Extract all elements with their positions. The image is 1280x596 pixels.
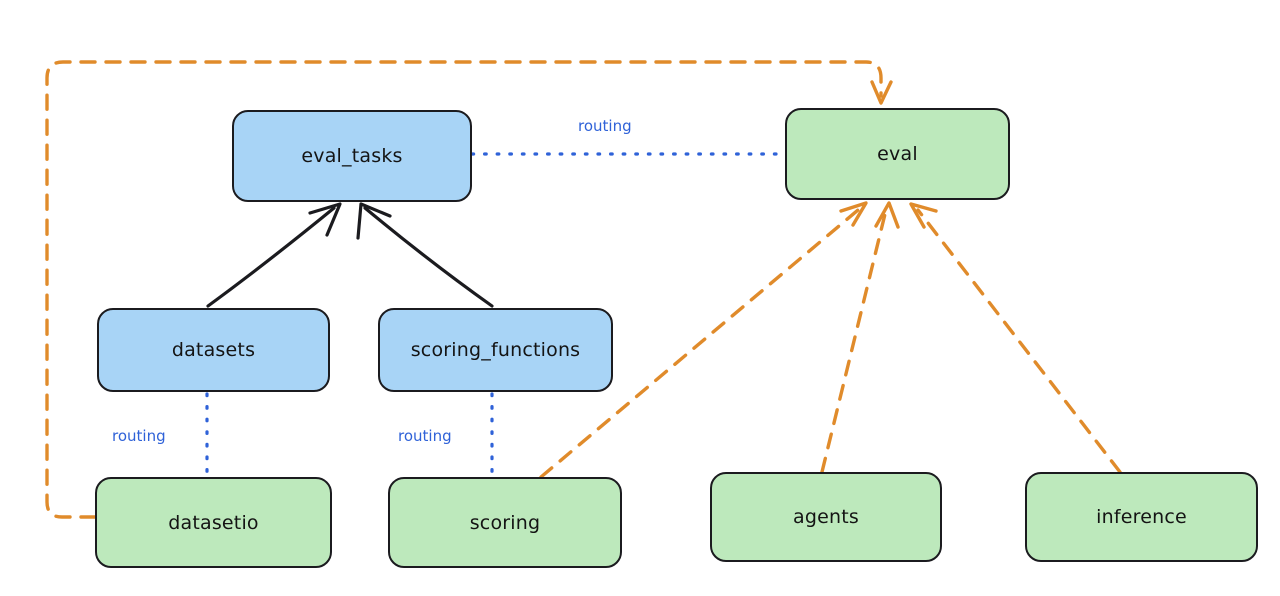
edge-label-routing-scoring-functions-scoring: routing xyxy=(398,427,452,445)
edge-label-routing-eval-tasks-eval: routing xyxy=(578,117,632,135)
node-label-eval: eval xyxy=(877,143,918,165)
edge-inference-eval xyxy=(909,202,1122,474)
node-scoring[interactable]: scoring xyxy=(388,477,622,568)
edge-datasets-evaltasks xyxy=(206,202,342,308)
node-label-inference: inference xyxy=(1096,506,1187,528)
node-agents[interactable]: agents xyxy=(710,472,942,562)
edge-datasetio-eval xyxy=(45,60,893,519)
node-label-datasets: datasets xyxy=(171,339,256,361)
node-inference[interactable]: inference xyxy=(1025,472,1258,562)
node-label-eval-tasks: eval_tasks xyxy=(301,145,403,167)
node-label-agents: agents xyxy=(793,506,859,528)
node-scoring-functions[interactable]: scoring_functions xyxy=(378,308,613,392)
node-label-datasetio: datasetio xyxy=(168,511,259,534)
edge-scoring-eval xyxy=(539,201,868,479)
node-datasetio[interactable]: datasetio xyxy=(95,477,332,568)
node-datasets[interactable]: datasets xyxy=(97,308,330,392)
edge-agents-eval xyxy=(820,201,900,474)
node-label-scoring: scoring xyxy=(469,511,541,534)
node-eval[interactable]: eval xyxy=(785,108,1010,200)
edge-label-routing-datasets-datasetio: routing xyxy=(112,427,166,445)
node-eval-tasks[interactable]: eval_tasks xyxy=(232,110,472,202)
node-label-scoring-functions: scoring_functions xyxy=(410,339,581,361)
edge-scoringfunctions-evaltasks xyxy=(356,202,494,308)
